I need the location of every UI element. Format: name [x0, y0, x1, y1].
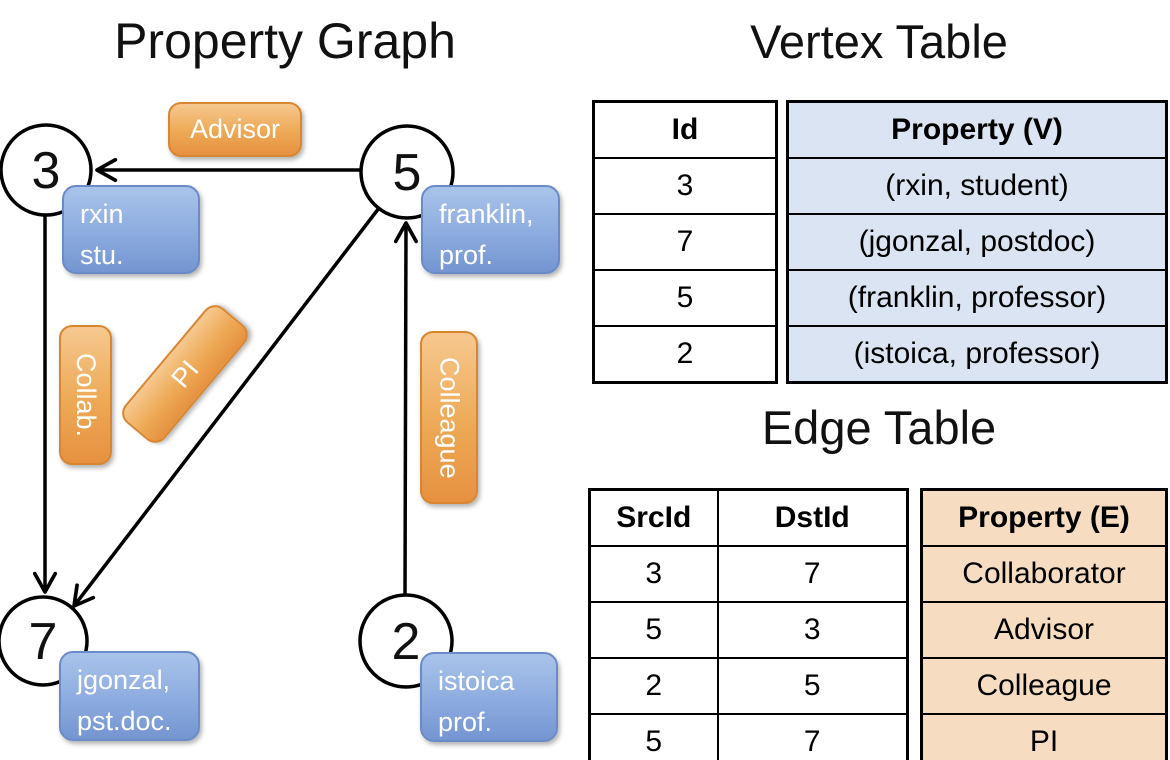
- table-row: (istoica, professor): [786, 325, 1168, 384]
- edge-dst-cell: 3: [716, 601, 909, 659]
- edge-table-header-property: Property (E): [920, 488, 1168, 547]
- vertex-property-line: franklin,: [439, 199, 534, 229]
- property-graph-title: Property Graph: [114, 13, 456, 69]
- edge-src-cell: 2: [588, 657, 719, 715]
- table-row: 3 7: [588, 545, 909, 603]
- vertex-property-box-3: rxin stu.: [62, 185, 200, 274]
- table-row: 5 3: [588, 601, 909, 659]
- edge-table-id-columns: SrcId DstId 3 7 5 3 2 5 5 7: [588, 488, 909, 760]
- edge-2-to-5-colleague: [393, 221, 418, 597]
- edge-table-header-srcid: SrcId: [588, 488, 719, 547]
- vertex-property-cell: (rxin, student): [786, 157, 1168, 215]
- vertex-property-line: prof.: [438, 706, 493, 737]
- table-row: Colleague: [920, 657, 1168, 715]
- vertex-property-line: prof.: [439, 239, 494, 270]
- table-row: PI: [920, 713, 1168, 760]
- vertex-id-cell: 7: [592, 213, 778, 271]
- table-row: 3: [592, 157, 778, 215]
- node-2-id: 2: [391, 613, 421, 671]
- vertex-property-cell: (istoica, professor): [786, 325, 1168, 384]
- vertex-property-line: stu.: [80, 239, 124, 270]
- edge-dst-cell: 5: [716, 657, 909, 715]
- table-row: Collaborator: [920, 545, 1168, 603]
- vertex-table-id-column: Id 3 7 5 2: [592, 100, 778, 384]
- table-row: (jgonzal, postdoc): [786, 213, 1168, 271]
- edge-label-pi-text: PI: [164, 354, 205, 394]
- edge-label-collab-text: Collab.: [71, 352, 101, 438]
- edge-label-advisor-text: Advisor: [189, 114, 281, 144]
- table-row: 5 7: [588, 713, 909, 760]
- edge-table-header-row: Property (E): [920, 488, 1168, 547]
- vertex-property-line: jgonzal,: [77, 665, 171, 695]
- edge-label-advisor: Advisor: [168, 102, 302, 157]
- edge-label-colleague: Colleague: [420, 331, 478, 504]
- vertex-id-cell: 3: [592, 157, 778, 215]
- edge-src-cell: 5: [588, 601, 719, 659]
- edge-src-cell: 3: [588, 545, 719, 603]
- vertex-property-box-2: istoica prof.: [420, 652, 558, 742]
- edge-property-cell: Advisor: [920, 601, 1168, 659]
- edge-table-property-column: Property (E) Collaborator Advisor Collea…: [920, 488, 1168, 760]
- vertex-property-line: istoica: [438, 666, 515, 696]
- table-row: (rxin, student): [786, 157, 1168, 215]
- vertex-table-title: Vertex Table: [750, 15, 1008, 68]
- vertex-table-header-row: Id: [592, 100, 778, 159]
- vertex-property-line: rxin: [80, 199, 124, 229]
- edge-property-cell: Colleague: [920, 657, 1168, 715]
- edge-table-title: Edge Table: [761, 401, 997, 454]
- table-row: 2 5: [588, 657, 909, 715]
- node-5-id: 5: [392, 144, 422, 202]
- edge-table-header-dstid: DstId: [716, 488, 909, 547]
- edge-5-to-7-pi: [72, 206, 381, 608]
- node-3-id: 3: [31, 142, 61, 200]
- vertex-table-header-row: Property (V): [786, 100, 1168, 159]
- vertex-property-cell: (franklin, professor): [786, 269, 1168, 327]
- vertex-table-property-column: Property (V) (rxin, student) (jgonzal, p…: [786, 100, 1168, 384]
- vertex-property-box-5: franklin, prof.: [421, 185, 560, 274]
- table-row: (franklin, professor): [786, 269, 1168, 327]
- table-row: Advisor: [920, 601, 1168, 659]
- edge-label-colleague-text: Colleague: [434, 356, 465, 479]
- vertex-table-header-property: Property (V): [786, 100, 1168, 159]
- vertex-property-cell: (jgonzal, postdoc): [786, 213, 1168, 271]
- vertex-property-line: pst.doc.: [77, 705, 172, 736]
- edge-property-cell: Collaborator: [920, 545, 1168, 603]
- edge-src-cell: 5: [588, 713, 719, 760]
- node-7-id: 7: [28, 613, 58, 671]
- table-row: 5: [592, 269, 778, 327]
- edge-property-cell: PI: [920, 713, 1168, 760]
- edge-table-header-row: SrcId DstId: [588, 488, 909, 547]
- vertex-table-header-id: Id: [592, 100, 778, 159]
- table-row: 2: [592, 325, 778, 384]
- edge-dst-cell: 7: [716, 545, 909, 603]
- vertex-property-box-7: jgonzal, pst.doc.: [59, 651, 200, 741]
- vertex-id-cell: 5: [592, 269, 778, 327]
- edge-dst-cell: 7: [716, 713, 909, 760]
- table-row: 7: [592, 213, 778, 271]
- edge-label-collab: Collab.: [59, 325, 112, 465]
- vertex-id-cell: 2: [592, 325, 778, 384]
